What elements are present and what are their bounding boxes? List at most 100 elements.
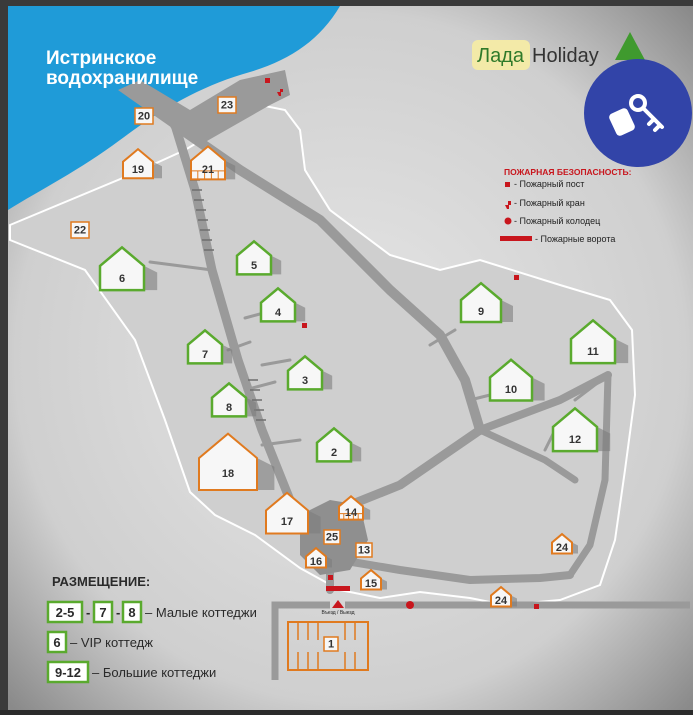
fire-gate-icon (500, 236, 532, 241)
cottage-icon (198, 432, 258, 491)
cottage-number: 7 (202, 349, 208, 361)
building-20[interactable]: 20 (134, 107, 154, 125)
building-box (323, 636, 339, 652)
placement-title: РАЗМЕЩЕНИЕ: (52, 574, 150, 589)
cottage-16[interactable]: 16 (305, 546, 332, 569)
building-number: 1 (328, 639, 334, 651)
cottage-icon (569, 318, 617, 365)
cottage-7[interactable]: 7 (186, 328, 233, 365)
cottage-number: 18 (222, 468, 234, 480)
code-box-8 (121, 600, 143, 624)
territory-outline (9, 103, 637, 607)
cottage-8[interactable]: 8 (210, 381, 257, 418)
cottage-number: 12 (569, 434, 581, 446)
cottage-19[interactable]: 19 (122, 147, 162, 180)
cottage-icon (259, 286, 297, 323)
cottage-18[interactable]: 18 (198, 432, 275, 491)
lake-name-line2: водохранилище (46, 68, 198, 89)
cottage-number: 17 (281, 516, 293, 528)
fire-legend-item: - Пожарный кран (514, 198, 585, 208)
cottage-icon (122, 147, 154, 180)
cottage-shadow (511, 595, 517, 607)
code-large-range: 9-12 (55, 665, 81, 680)
fire-post-marker (328, 575, 333, 580)
key-badge[interactable] (584, 59, 692, 167)
vip-cottage-label: – VIP коттедж (70, 635, 153, 650)
cottage-shadow (246, 397, 257, 417)
code-small-range: 2-5 (56, 605, 75, 620)
cottage-12[interactable]: 12 (551, 406, 611, 453)
cottage-3[interactable]: 3 (286, 354, 333, 391)
building-number: 23 (221, 100, 233, 112)
cottage-4[interactable]: 4 (259, 286, 306, 323)
code-7: 7 (99, 605, 106, 620)
building-box (217, 96, 237, 114)
code-box-7 (92, 600, 114, 624)
cottage-icon (98, 245, 146, 292)
cottage-shadow (322, 370, 333, 390)
cottage-icon (305, 546, 327, 569)
building-1[interactable]: 1 (323, 636, 339, 652)
cottage-number: 6 (119, 273, 125, 285)
lake (8, 6, 340, 210)
placement-legend: РАЗМЕЩЕНИЕ: 2-5 - 7 - 8 – Малые коттеджи… (46, 574, 257, 684)
building-23[interactable]: 23 (217, 96, 237, 114)
cottage-number: 10 (505, 384, 517, 396)
building-number: 20 (138, 111, 150, 123)
brand-highlight (472, 40, 530, 70)
cottage-2[interactable]: 2 (315, 426, 362, 463)
fire-legend-title: ПОЖАРНАЯ БЕЗОПАСНОСТЬ: (504, 167, 632, 177)
cottage-number: 21 (202, 164, 214, 176)
cottage-icon (360, 568, 382, 591)
fire-safety-legend: ПОЖАРНАЯ БЕЗОПАСНОСТЬ: - Пожарный пост -… (500, 167, 632, 244)
cottage-number: 2 (331, 447, 337, 459)
building-box (355, 542, 373, 558)
cottage-17[interactable]: 17 (265, 491, 321, 535)
cottage-11[interactable]: 11 (569, 318, 629, 365)
cottage-24[interactable]: 24 (551, 532, 578, 555)
cottage-icon (210, 381, 248, 418)
lake-name-line1: Истринское (46, 48, 156, 69)
code-box-6 (46, 630, 68, 654)
fire-hydrant-icon (505, 201, 511, 209)
cottage-icon (235, 239, 273, 276)
building-box (70, 221, 90, 239)
cottage-icon (459, 281, 503, 324)
parking-lot-1 (287, 621, 369, 671)
cottage-14[interactable]: 14 (338, 495, 371, 521)
code-8: 8 (128, 605, 135, 620)
cottage-shadow (351, 442, 362, 462)
large-cottages-label: – Большие коттеджи (92, 665, 216, 680)
fire-well-icon (504, 217, 512, 225)
fire-legend-item: - Пожарный пост (514, 179, 584, 189)
cottage-icon (551, 406, 599, 453)
cottage-number: 9 (478, 306, 484, 318)
building-25[interactable]: 25 (323, 529, 341, 545)
cottage-icon (490, 585, 512, 608)
cottage-6[interactable]: 6 (98, 245, 158, 292)
cottage-24[interactable]: 24 (490, 585, 517, 608)
building-number: 25 (326, 532, 338, 544)
fire-post-marker (302, 323, 307, 328)
cottage-5[interactable]: 5 (235, 239, 282, 276)
building-number: 13 (358, 545, 370, 557)
cottage-15[interactable]: 15 (360, 568, 387, 591)
cottage-shadow (363, 506, 371, 520)
cottage-number: 24 (556, 542, 569, 554)
code-box-small-range (46, 600, 84, 624)
cottage-icon (488, 358, 534, 402)
cottage-shadow (257, 458, 275, 490)
code-6: 6 (53, 635, 60, 650)
cottage-shadow (597, 426, 611, 452)
cottage-shadow (295, 302, 306, 322)
building-13[interactable]: 13 (355, 542, 373, 558)
cottage-number: 5 (251, 260, 257, 272)
building-box (134, 107, 154, 125)
building-22[interactable]: 22 (70, 221, 90, 239)
cottage-10[interactable]: 10 (488, 358, 545, 402)
cottage-shadow (153, 161, 162, 179)
cottage-9[interactable]: 9 (459, 281, 513, 324)
cottage-21[interactable]: 21 (190, 145, 236, 181)
cottage-icon (315, 426, 353, 463)
